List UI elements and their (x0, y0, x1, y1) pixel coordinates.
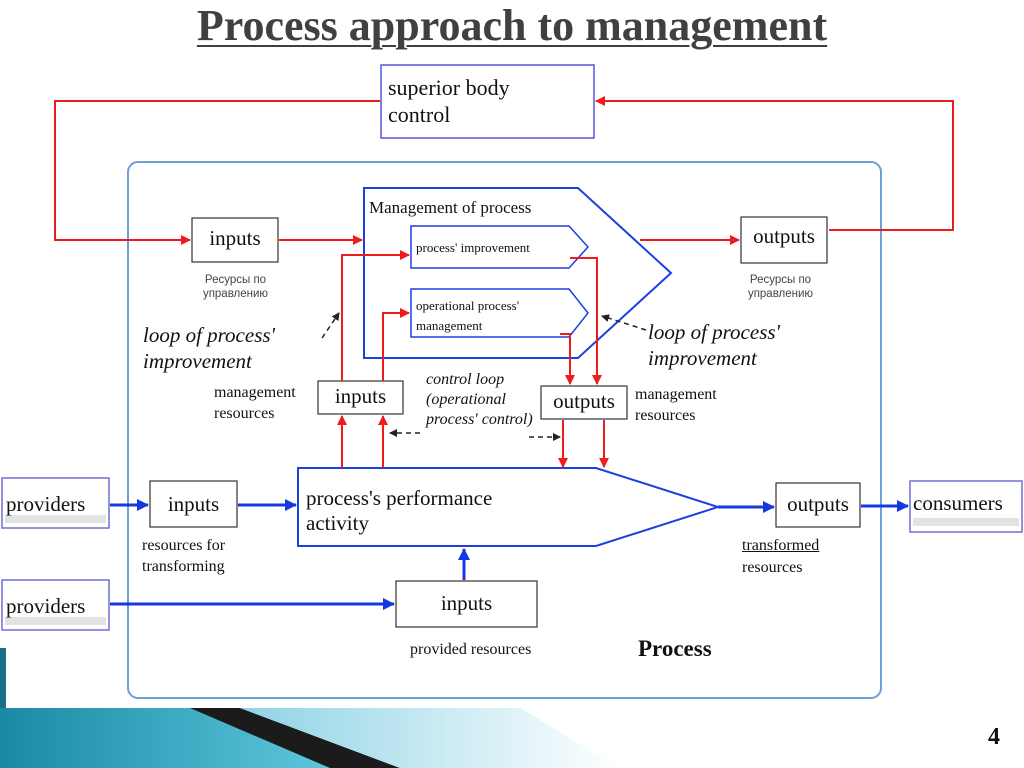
superior-body-label: superior body control (388, 75, 510, 127)
consumers-strip (913, 518, 1019, 526)
management-title: Management of process (369, 198, 532, 217)
improvement-label: process' improvement (416, 240, 530, 255)
control-loop-label: control loop (operational process' contr… (426, 371, 533, 428)
dashed-arrow-loop-right (601, 314, 647, 331)
providers-bottom-strip (5, 617, 106, 625)
top-inputs-box (191, 217, 279, 263)
superior-body-box (380, 64, 595, 139)
red-loop-left (54, 100, 380, 245)
mid-inputs-label: inputs (334, 384, 387, 408)
bottom-inputs-note: provided resources (410, 641, 532, 658)
bottom-inputs-label: inputs (440, 591, 493, 615)
performance-label: process's performance activity (306, 486, 493, 535)
operational-label: operational process' management (416, 298, 520, 333)
right-outputs-note-underlined: transformed (742, 537, 820, 554)
performance-pentagon (297, 467, 722, 547)
left-inputs-box (149, 480, 238, 528)
top-outputs-label: outputs (753, 224, 815, 248)
loop-right-label: loop of process' improvement (648, 320, 781, 370)
footer-bar-left (0, 648, 6, 708)
top-inputs-note: Ресурсы по управлению (202, 274, 269, 300)
right-outputs-box (775, 482, 861, 528)
operational-shape (410, 288, 589, 338)
loop-left-label: loop of process' improvement (143, 323, 276, 373)
red-arrow-down-operational (560, 333, 575, 385)
mid-inputs-box (317, 380, 404, 415)
slide-title: Process approach to management (196, 1, 828, 50)
left-inputs-label: inputs (167, 492, 220, 516)
left-inputs-note: resources for transforming (142, 537, 226, 575)
right-outputs-note-rest: resources (742, 559, 803, 576)
providers-top-label: providers (6, 492, 86, 516)
right-outputs-label: outputs (787, 492, 849, 516)
page-number: 4 (988, 724, 1000, 750)
process-label: Process (638, 636, 712, 661)
providers-top-strip (5, 515, 106, 523)
top-outputs-note: Ресурсы по управлению (747, 274, 814, 300)
mid-outputs-note: management resources (635, 386, 717, 424)
mid-outputs-box (540, 385, 628, 420)
providers-bottom-label: providers (6, 594, 86, 618)
footer-band-light (240, 708, 620, 768)
top-inputs-label: inputs (209, 226, 261, 250)
red-arrow-up-operational (382, 308, 410, 381)
red-arrow-up-improvement (341, 250, 410, 381)
footer-band-dark (190, 708, 400, 768)
mid-inputs-note: management resources (214, 384, 296, 422)
process-frame (127, 161, 882, 699)
bottom-inputs-box (395, 580, 538, 628)
top-outputs-box (740, 216, 828, 264)
consumers-label: consumers (913, 491, 1003, 515)
red-loop-right (595, 96, 954, 231)
red-arrow-down-improvement (570, 257, 602, 385)
mid-outputs-label: outputs (553, 389, 615, 413)
